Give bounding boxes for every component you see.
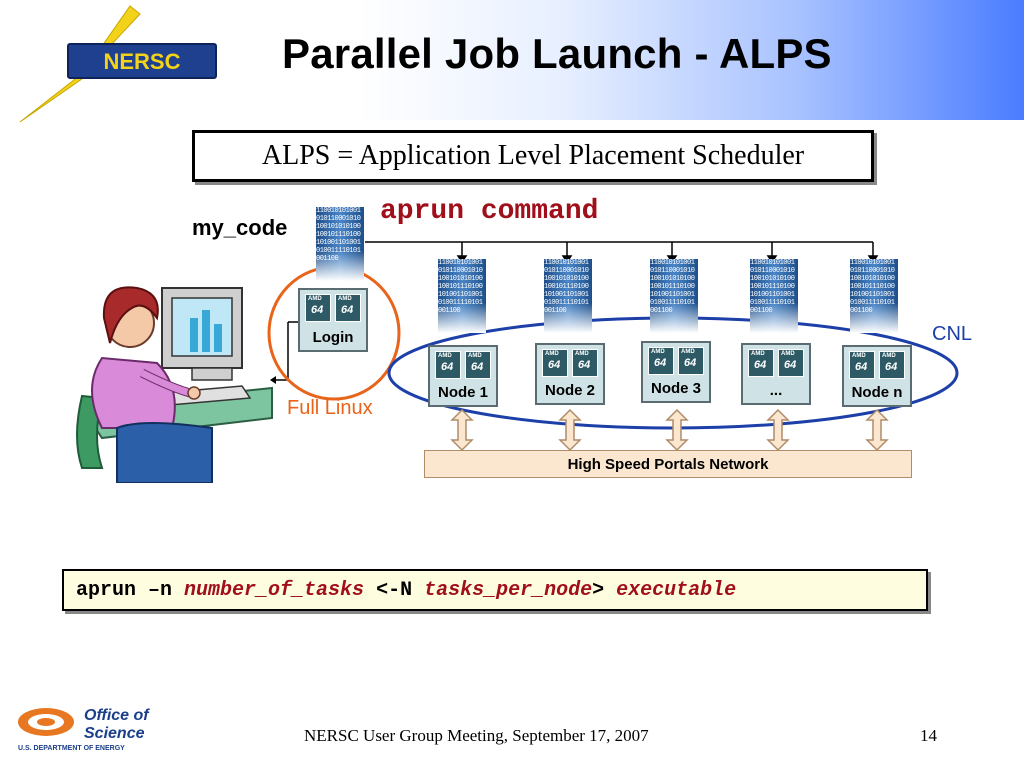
network-label: High Speed Portals Network	[567, 455, 769, 473]
compute-node-label: Node 1	[437, 384, 488, 401]
cpu-chip-icon	[748, 349, 774, 377]
syntax-close-bracket: >	[592, 578, 617, 602]
cpu-chip-icon	[465, 351, 491, 379]
compute-node-ellipsis: ...	[741, 343, 811, 405]
compute-node-label: Node n	[851, 384, 903, 401]
nersc-logo-text: NERSC	[103, 49, 180, 74]
cpu-chip-icon	[335, 294, 361, 322]
node-n-binary-graphic: 1100101010010101100010101001010101001001…	[850, 259, 898, 333]
syntax-number-of-tasks: number_of_tasks	[184, 578, 365, 602]
login-node-label: Login	[312, 329, 354, 346]
office-of-science-logo: Office of Science U.S. DEPARTMENT OF ENE…	[14, 700, 184, 757]
syntax-n-flag: <-N	[364, 578, 425, 602]
login-node: Login	[298, 288, 368, 352]
cpu-chip-icon	[879, 351, 905, 379]
cpu-chip-icon	[542, 349, 568, 377]
node-2-binary-graphic: 1100101010010101100010101001010101001001…	[544, 259, 592, 333]
my-code-binary-graphic: 1100101010010101100010101001010101001001…	[316, 207, 364, 281]
page-number: 14	[920, 726, 937, 745]
cnl-label: CNL	[932, 323, 973, 345]
compute-node-label: ...	[769, 382, 783, 399]
node-1-binary-graphic: 1100101010010101100010101001010101001001…	[438, 259, 486, 333]
cpu-chip-icon	[778, 349, 804, 377]
compute-node-1: Node 1	[428, 345, 498, 407]
cpu-chip-icon	[435, 351, 461, 379]
compute-node-label: Node 2	[544, 382, 595, 399]
cpu-chip-icon	[305, 294, 331, 322]
compute-node-2: Node 2	[535, 343, 605, 405]
doe-text: U.S. DEPARTMENT OF ENERGY	[18, 745, 125, 752]
my-code-label: my_code	[192, 215, 288, 240]
syntax-tasks-per-node: tasks_per_node	[424, 578, 593, 602]
cpu-chip-icon	[648, 347, 674, 375]
office-of-science-line2: Science	[84, 725, 145, 742]
aprun-syntax-box: aprun –n number_of_tasks <-N tasks_per_n…	[62, 569, 928, 611]
alps-definition-box: ALPS = Application Level Placement Sched…	[192, 130, 874, 182]
node-ellipsis-binary-graphic: 1100101010010101100010101001010101001001…	[750, 259, 798, 333]
syntax-aprun: aprun –n	[76, 578, 185, 602]
aprun-command-label: aprun command	[380, 196, 599, 227]
user-at-computer-illustration	[62, 268, 282, 488]
cpu-chip-icon	[678, 347, 704, 375]
compute-node-3: Node 3	[641, 341, 711, 403]
full-linux-label: Full Linux	[287, 397, 373, 419]
high-speed-network-bar: High Speed Portals Network	[424, 450, 912, 478]
node-3-binary-graphic: 1100101010010101100010101001010101001001…	[650, 259, 698, 333]
cpu-chip-icon	[849, 351, 875, 379]
alps-definition-text: ALPS = Application Level Placement Sched…	[261, 140, 805, 171]
syntax-executable: executable	[616, 578, 737, 602]
compute-node-n: Node n	[842, 345, 912, 407]
cpu-chip-icon	[572, 349, 598, 377]
footer-text: NERSC User Group Meeting, September 17, …	[304, 726, 649, 745]
compute-node-label: Node 3	[650, 380, 701, 397]
office-of-science-line1: Office of	[84, 707, 150, 724]
nersc-logo: NERSC	[10, 4, 240, 129]
slide-title: Parallel Job Launch - ALPS	[282, 30, 832, 77]
